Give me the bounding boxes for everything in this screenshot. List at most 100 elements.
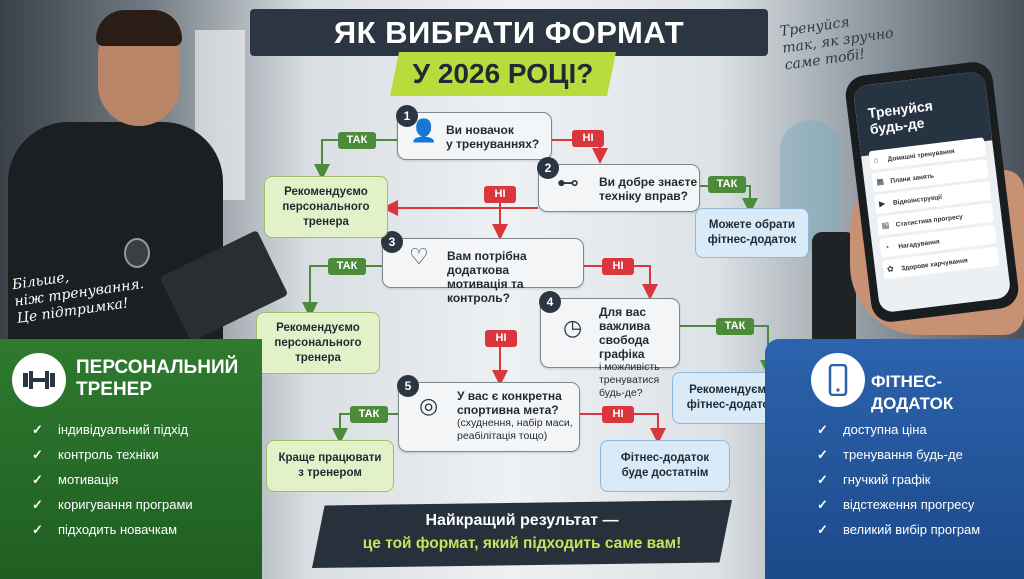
banner-line-2: це той формат, який підходить саме вам! [362,535,682,552]
water-bottle [812,232,856,342]
benefit-item: ✓ великий вибір програм [817,517,980,542]
question-text: Для вас важлива свобода графіка і можлив… [599,305,679,400]
rec-line: тренера [295,351,341,364]
page-subtitle: У 2026 РОЦІ? [390,52,616,96]
question-line: реабілітація тощо) [457,430,548,442]
question-text: Ви добре знаєте техніку вправ? [599,175,697,203]
benefit-text: контроль техніки [58,447,159,462]
check-icon: ✓ [817,522,828,537]
question-line: техніку вправ? [599,189,688,203]
target-icon: ◎ [419,393,439,418]
yes-tag: ТАК [338,132,376,149]
question-line: (схуднення, набір маси, [457,417,573,429]
no-tag: НІ [602,258,634,275]
panel-title-line: ТРЕНЕР [76,379,153,400]
rec-line: Рекомендуємо [276,321,360,334]
recommendation-app: Можете обрати фітнес-додаток [695,208,809,258]
question-line: мотивація та контроль? [447,277,524,305]
benefit-text: доступна ціна [843,422,927,437]
no-tag: НІ [485,330,517,347]
no-tag: НІ [602,406,634,423]
personal-trainer-panel: ПЕРСОНАЛЬНИЙ ТРЕНЕР ✓індивідуальний підх… [0,339,262,579]
question-line: і можливість тренуватися [599,361,660,386]
step-number: 1 [396,105,418,127]
dumbbell-icon [12,353,66,407]
check-icon: ✓ [817,497,828,512]
rec-line: Краще працювати [278,452,382,464]
rec-line: тренера [303,215,349,228]
question-line: Ви новачок [446,123,514,137]
benefit-text: відстеження прогресу [843,497,975,512]
step-number: 4 [539,291,561,313]
benefit-item: ✓ доступна ціна [817,417,980,442]
benefit-item: ✓підходить новачкам [32,517,193,542]
question-line: У вас є конкретна [457,389,562,403]
question-line: свобода графіка [599,333,650,361]
rec-line: буде достатнім [621,467,709,479]
check-icon: ✓ [817,447,828,462]
rec-line: Фітнес-додаток [620,452,710,464]
panel-title: ПЕРСОНАЛЬНИЙ ТРЕНЕР [76,357,238,401]
rec-line: персонального [282,200,370,213]
check-icon: ✓ [32,497,43,512]
benefit-list: ✓індивідуальний підхід ✓ контроль техніки… [32,417,193,542]
benefit-item: ✓ мотивація [32,467,193,492]
benefit-text: підходить новачкам [58,522,178,537]
benefit-item: ✓ відстеження прогресу [817,492,980,517]
benefit-text: коригування програми [58,497,193,512]
conclusion-banner: Найкращий результат — це той формат, яки… [312,500,732,568]
question-1: 1 👤 Ви новачок у тренуваннях? [396,105,552,160]
rec-line: Можете обрати [708,219,796,231]
rec-line: з тренером [298,467,362,479]
question-line: у тренуваннях? [446,137,540,151]
fitness-app-panel: ФІТНЕС-ДОДАТОК ✓ доступна ціна ✓ тренуванн… [765,339,1024,579]
check-icon: ✓ [32,447,43,462]
benefit-text: тренування будь-де [843,447,963,462]
clock-icon: ◷ [563,315,583,340]
yes-tag: ТАК [716,318,754,335]
page-title: ЯК ВИБРАТИ ФОРМАТ ТРЕНУВАНЬ [250,9,768,97]
recommendation-trainer: Рекомендуємо персонального тренера [256,312,380,374]
stopwatch-icon [124,238,150,268]
question-line: Для вас важлива [599,305,651,333]
recommendation-app: Фітнес-додаток буде достатнім [600,440,730,492]
trainer-hair [96,10,182,46]
check-icon: ✓ [32,472,43,487]
benefit-item: ✓індивідуальний підхід [32,417,193,442]
rec-line: фітнес-додаток [707,234,797,246]
smartphone-icon [811,353,865,407]
question-line: Ви добре знаєте [599,175,698,189]
benefit-item: ✓ контроль техніки [32,442,193,467]
question-4: 4 ◷ Для вас важлива свобода графіка і мо… [539,291,680,399]
step-number: 5 [397,375,419,397]
benefit-list: ✓ доступна ціна ✓ тренування будь-де ✓ гнуч… [817,417,980,542]
benefit-text: мотивація [58,472,119,487]
question-2: 2 ⊷ Ви добре знаєте техніку вправ? [537,157,700,212]
panel-title-line: ПЕРСОНАЛЬНИЙ [76,357,239,378]
question-text: Ви новачок у тренуваннях? [446,123,539,151]
question-line: Вам потрібна додаткова [447,249,527,277]
panel-title: ФІТНЕС-ДОДАТОК [871,372,954,413]
check-icon: ✓ [817,422,828,437]
question-line: будь-де? [599,387,643,399]
rec-line: Рекомендуємо [284,185,368,198]
recommendation-trainer: Краще працювати з тренером [266,440,394,492]
benefit-text: великий вибір програм [843,522,981,537]
question-3: 3 ♡ Вам потрібна додаткова мотивація та … [381,231,584,305]
benefit-item: ✓ тренування будь-де [817,442,980,467]
question-text: Вам потрібна додаткова мотивація та конт… [447,249,583,305]
trainer-photo [0,0,289,352]
no-tag: НІ [572,130,604,147]
rec-line: персонального [274,336,362,349]
check-icon: ✓ [817,472,828,487]
benefit-text: гнучкий графік [843,472,931,487]
check-icon: ✓ [32,422,43,437]
rec-line: Рекомендуємо [689,384,773,396]
user-icon: 👤 [410,118,438,143]
question-text: У вас є конкретна спортивна мета? (схудн… [457,389,573,443]
yes-tag: ТАК [328,258,366,275]
question-line: спортивна мета? [457,403,559,417]
rec-line: фітнес-додаток [686,399,776,411]
question-5: 5 ◎ У вас є конкретна спортивна мета? (с… [397,375,580,452]
yes-tag: ТАК [350,406,388,423]
